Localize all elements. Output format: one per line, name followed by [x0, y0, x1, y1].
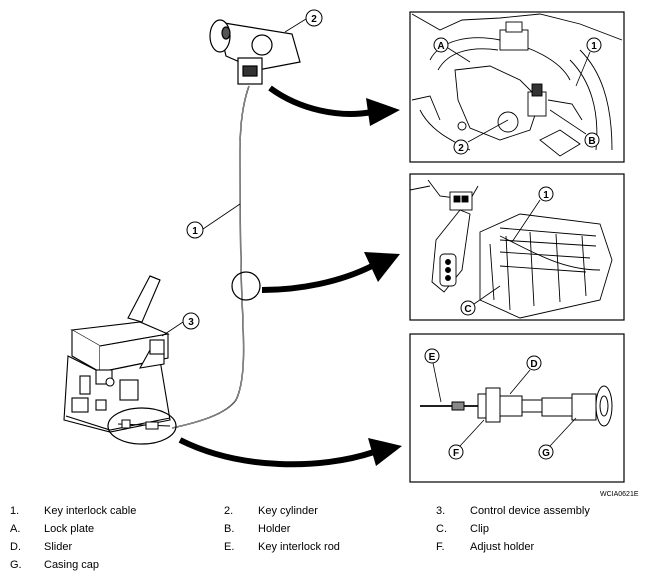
pointer-arrow-bottom	[178, 437, 402, 468]
callout-D: D	[530, 359, 537, 370]
key-cylinder	[209, 19, 301, 85]
callout-A: A	[437, 41, 444, 52]
interlock-diagram: 1 2 3	[63, 9, 625, 483]
callout-1-top: 1	[591, 41, 597, 52]
callout-2: 2	[311, 14, 317, 25]
control-device-assembly	[63, 275, 171, 433]
figure-id: WCIA0621E	[600, 491, 639, 498]
detail-panel-bottom: E D F G	[409, 333, 625, 483]
callout-E: E	[429, 352, 436, 363]
callout-C: C	[464, 304, 471, 315]
callout-2-top: 2	[458, 143, 464, 154]
detail-circle-device	[107, 407, 177, 445]
callout-G: G	[542, 448, 550, 459]
key-interlock-cable	[171, 85, 250, 429]
callout-1: 1	[192, 226, 198, 237]
callout-1-middle: 1	[543, 190, 549, 201]
detail-panel-middle: 1 C	[409, 173, 625, 321]
callout-B: B	[588, 136, 595, 147]
pointer-arrow-top	[268, 85, 400, 126]
pointer-arrow-middle	[261, 252, 400, 293]
callout-3: 3	[188, 317, 194, 328]
detail-circle-cable	[231, 271, 261, 301]
detail-panel-top: A 1 B 2	[409, 11, 625, 163]
callout-F: F	[453, 448, 459, 459]
